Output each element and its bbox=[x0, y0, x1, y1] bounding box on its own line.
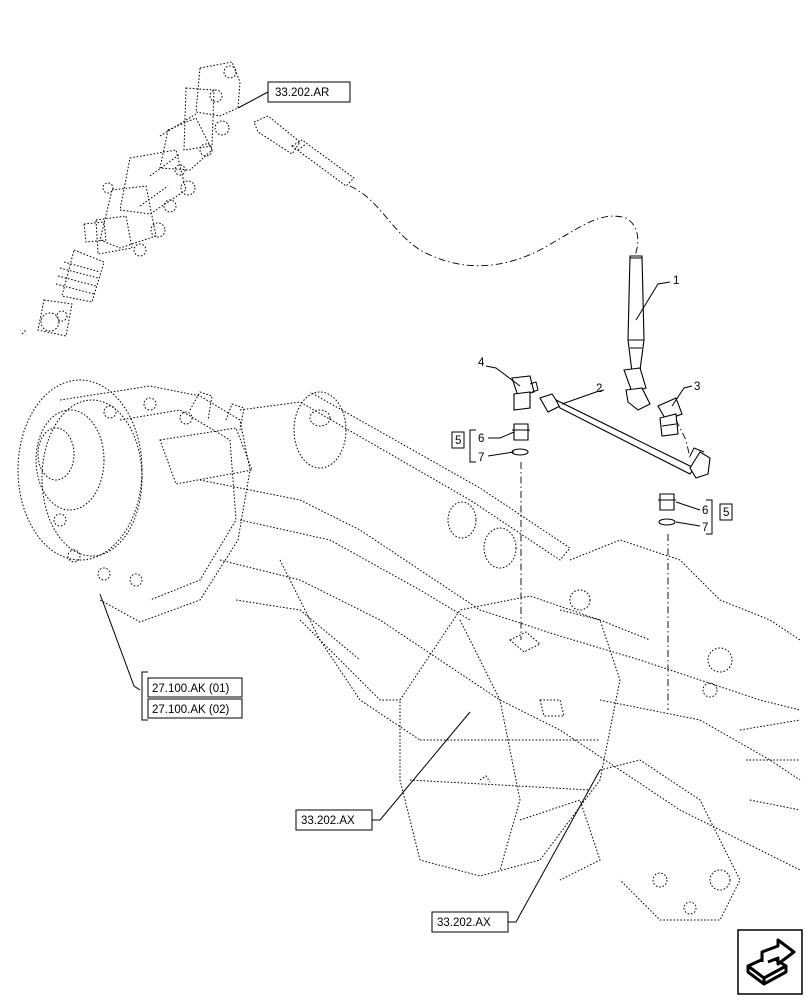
callout-4: 4 bbox=[478, 357, 485, 369]
callout-5-left: 5 bbox=[455, 435, 461, 447]
ref-box-axle-center bbox=[295, 809, 373, 831]
callout-6-right: 6 bbox=[702, 505, 708, 517]
callout-3: 3 bbox=[694, 381, 700, 393]
callout-1: 1 bbox=[673, 275, 679, 287]
valve-cylinder-assembly bbox=[21, 61, 241, 337]
item-2-pipe bbox=[539, 393, 711, 479]
ref-box-axle-bottom bbox=[431, 911, 509, 933]
ref-27-100-ak-01[interactable]: 27.100.AK (01) bbox=[152, 683, 230, 695]
item-4-elbow bbox=[511, 375, 539, 411]
front-axle-assembly bbox=[17, 379, 801, 921]
hose-end-fitting bbox=[253, 115, 355, 187]
ref-33-202-ax-bottom[interactable]: 33.202.AX bbox=[437, 917, 491, 929]
ref-27-100-ak-02[interactable]: 27.100.AK (02) bbox=[152, 704, 230, 716]
item-3-elbow bbox=[657, 397, 683, 437]
callout-6-left: 6 bbox=[478, 433, 484, 445]
item-6-7-left-fitting bbox=[511, 423, 530, 456]
callout-5-right-box bbox=[719, 503, 733, 521]
ref-box-top bbox=[267, 81, 351, 103]
hub-ref-bracket bbox=[141, 671, 148, 721]
callout-7-right: 7 bbox=[702, 522, 708, 534]
callout-5-left-box bbox=[451, 431, 465, 449]
callout-7-left: 7 bbox=[478, 452, 484, 464]
item-5-left-bracket bbox=[469, 429, 476, 463]
ref-33-202-ax-center[interactable]: 33.202.AX bbox=[301, 815, 355, 827]
ref-box-hub-2 bbox=[147, 698, 243, 719]
callout-5-right: 5 bbox=[723, 507, 729, 519]
install-line-item3 bbox=[675, 419, 691, 459]
ref-box-hub-1 bbox=[147, 677, 243, 698]
leader-lines bbox=[99, 91, 701, 923]
hose-routing-line bbox=[349, 185, 639, 267]
callout-2: 2 bbox=[596, 383, 602, 395]
item-5-right-bracket bbox=[706, 499, 713, 535]
item-6-7-right-fitting bbox=[658, 493, 676, 526]
ref-33-202-ar[interactable]: 33.202.AR bbox=[275, 87, 329, 99]
next-page-arrow-icon[interactable] bbox=[737, 929, 803, 995]
item-1-hose bbox=[623, 255, 651, 411]
